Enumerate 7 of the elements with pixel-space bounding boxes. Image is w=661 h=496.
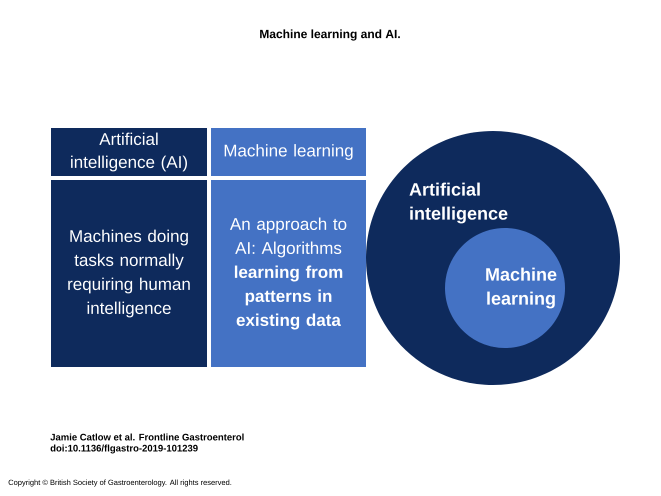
header-box: Machine learning	[211, 128, 366, 176]
text-box: An approach to AI: Algorithms learning from patterns in existing data	[211, 180, 366, 367]
text-box: Machines doing tasks normally requiring human intelligence	[51, 180, 207, 367]
doi-text: doi:10.1136/flgastro-2019-101239	[50, 444, 198, 454]
header-box: Artificial intelligence (AI)	[51, 128, 207, 176]
citation: Jamie Catlow et al. Frontline Gastroenterol	[50, 434, 244, 440]
title: Machine learning and AI.	[260, 29, 400, 41]
